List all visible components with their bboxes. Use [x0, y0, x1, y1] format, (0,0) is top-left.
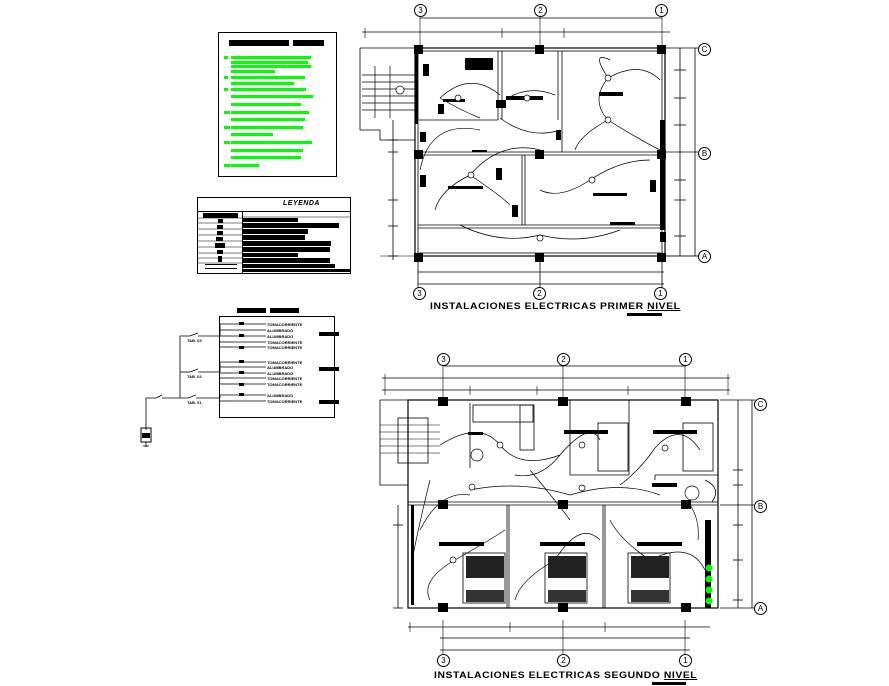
legend-title: LEYENDA [283, 200, 320, 207]
single-line-diagram: TAB. 03 TAB. 02 TAB. 01 TOMACORRIENTE AL… [140, 300, 350, 450]
legend-column-divider [242, 211, 243, 273]
axis-marker-2-bottom: 2 [533, 287, 546, 300]
legend-table: LEYENDA [197, 197, 351, 274]
output-label: ALUMBRADO [267, 334, 294, 339]
axis-marker-1-top: 1 [679, 353, 692, 366]
diagram-wiring [140, 322, 266, 447]
general-notes-panel [218, 32, 337, 177]
output-label: TOMACORRIENTE [267, 340, 303, 345]
planter-icons [705, 564, 713, 605]
diagram-header-block-1 [237, 308, 266, 313]
axis-marker-c: C [754, 398, 767, 411]
plan-title-segundo-nivel: INSTALACIONES ELECTRICAS SEGUNDO NIVEL [434, 670, 698, 680]
notes-header-block-1 [229, 40, 289, 46]
plan-title-scale-bar [627, 313, 662, 316]
diagram-header-block-2 [270, 308, 299, 313]
axis-marker-2-bottom: 2 [557, 654, 570, 667]
axis-marker-2-top: 2 [534, 4, 547, 17]
output-label: ALUMBRADO [267, 393, 294, 398]
axis-marker-2-top: 2 [557, 353, 570, 366]
axis-marker-a: A [698, 250, 711, 263]
panel-tag-2 [319, 367, 339, 371]
axis-marker-c: C [698, 43, 711, 56]
circuit-label-tab01: TAB. 01 [187, 400, 202, 405]
axis-marker-a: A [754, 602, 767, 615]
output-label: TOMACORRIENTE [267, 360, 303, 365]
output-label: TOMACORRIENTE [267, 345, 303, 350]
output-label: ALUMBRADO [267, 371, 294, 376]
legend-header-divider [198, 211, 350, 212]
circuit-label-tab02: TAB. 02 [187, 374, 202, 379]
output-label: TOMACORRIENTE [267, 322, 303, 327]
panel-tag-1 [319, 332, 339, 336]
output-label: ALUMBRADO [267, 365, 294, 370]
circuit-label-tab03: TAB. 03 [187, 338, 202, 343]
panel-tag-3 [319, 400, 339, 404]
axis-marker-1-bottom: 1 [654, 287, 667, 300]
axis-marker-1-bottom: 1 [679, 654, 692, 667]
output-label: TOMACORRIENTE [267, 382, 303, 387]
axis-marker-3-top: 3 [437, 353, 450, 366]
output-label: ALUMBRADO [267, 328, 294, 333]
notes-header-block-2 [293, 40, 324, 46]
legend-grid-lines [198, 216, 350, 264]
axis-marker-3-top: 3 [414, 4, 427, 17]
axis-marker-3-bottom: 3 [437, 654, 450, 667]
plan-title-scale-bar [652, 682, 686, 685]
axis-marker-b: B [698, 147, 711, 160]
axis-marker-3-bottom: 3 [413, 287, 426, 300]
axis-marker-1-top: 1 [655, 4, 668, 17]
axis-marker-b: B [754, 500, 767, 513]
plan-title-primer-nivel: INSTALACIONES ELECTRICAS PRIMER NIVEL [430, 301, 681, 311]
legend-symbol-header [203, 213, 238, 218]
output-label: TOMACORRIENTE [267, 376, 303, 381]
output-label: TOMACORRIENTE [267, 399, 303, 404]
